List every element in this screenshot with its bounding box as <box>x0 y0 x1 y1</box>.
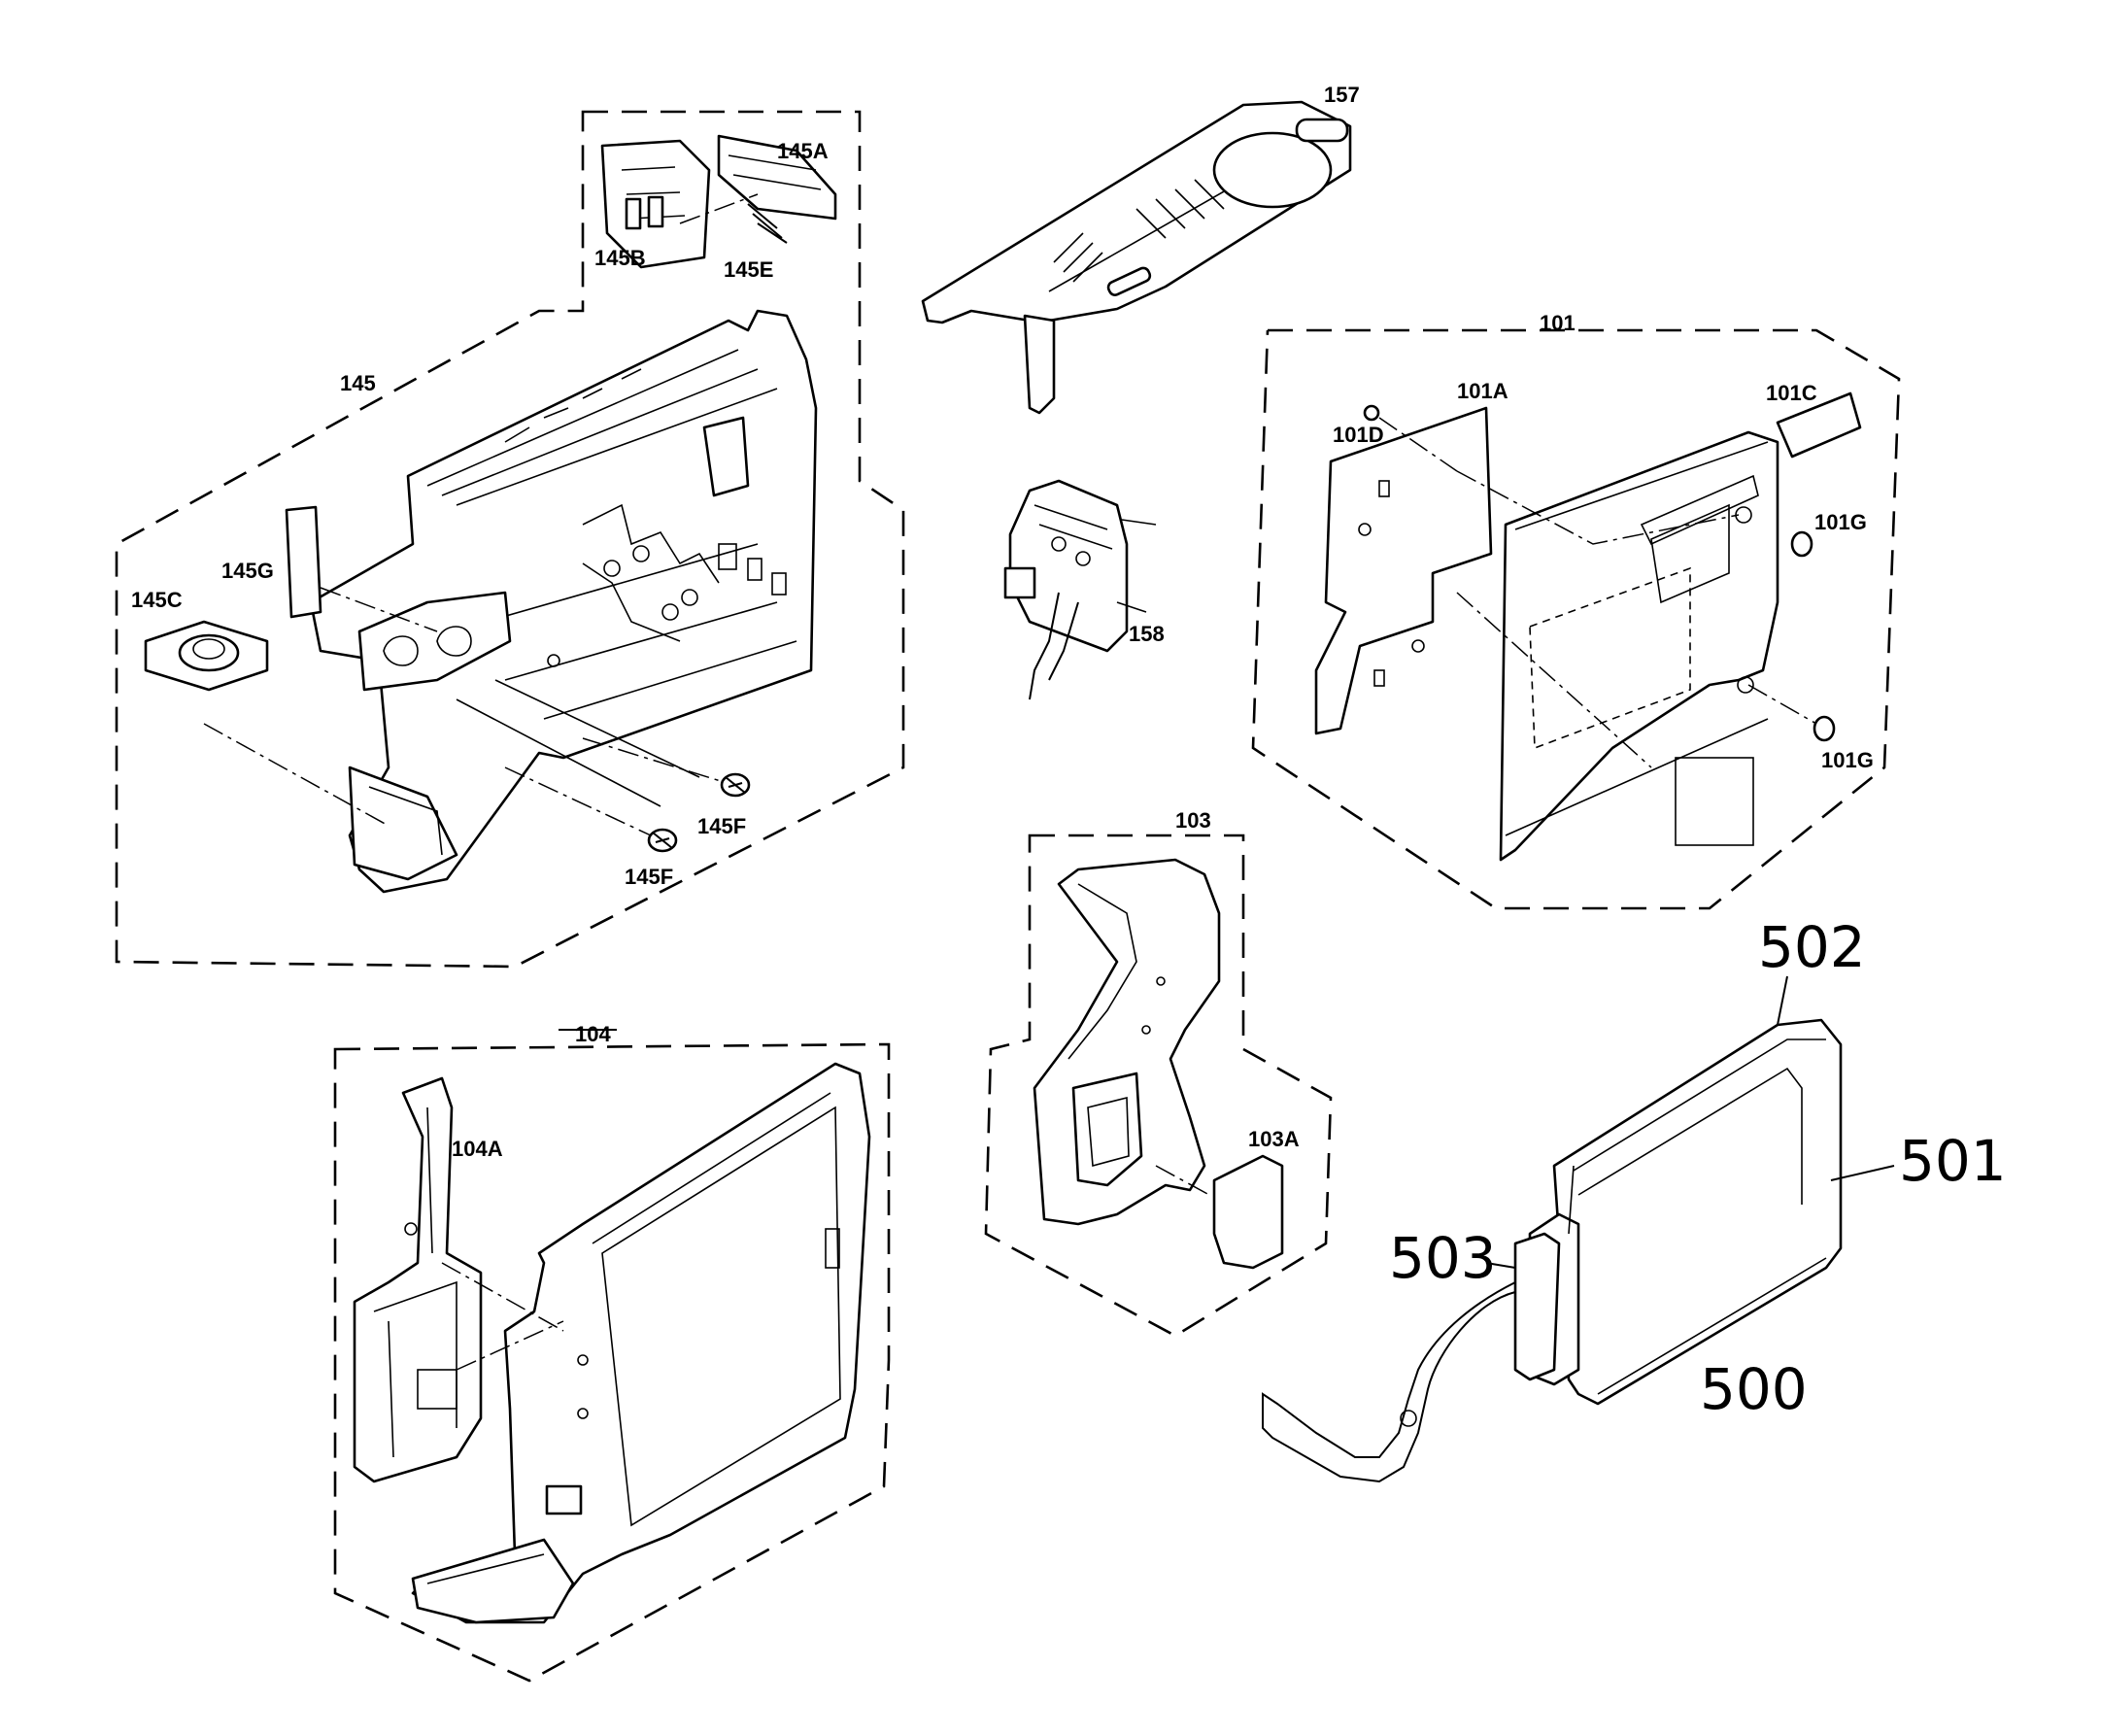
part-145F-feet <box>504 737 751 853</box>
label-145C: 145C <box>131 588 183 612</box>
part-101G-lower <box>1813 715 1836 742</box>
label-101A: 101A <box>1457 379 1508 403</box>
part-101C <box>1776 391 1862 459</box>
label-157: 157 <box>1324 83 1360 107</box>
label-101C: 101C <box>1766 381 1817 405</box>
part-101D <box>1363 404 1458 472</box>
label-101G-b: 101G <box>1821 748 1874 772</box>
label-101D: 101D <box>1333 423 1384 447</box>
part-145A-145B <box>600 134 837 269</box>
label-502: 502 <box>1758 914 1866 980</box>
label-145F-b: 145F <box>625 865 673 889</box>
label-145F-a: 145F <box>697 814 746 838</box>
label-145E: 145E <box>724 257 773 282</box>
label-500: 500 <box>1700 1356 1808 1422</box>
group-104-boundary <box>333 1042 891 1683</box>
part-101A <box>1314 406 1493 735</box>
label-145B: 145B <box>594 246 646 270</box>
label-101G-a: 101G <box>1814 510 1867 534</box>
part-503 <box>1513 1232 1561 1381</box>
group-145: 145 145A 145B 145E 145G 145C 145F 145F <box>115 110 905 969</box>
part-500-battery: 502 501 503 500 <box>1262 914 2007 1483</box>
label-145A: 145A <box>777 139 829 163</box>
group-103: 103 103A <box>984 808 1333 1338</box>
group-104: 104 104A <box>333 1022 891 1683</box>
group-101: 101 101A 101C 101D 101G 101G <box>1251 311 1901 910</box>
label-158: 158 <box>1129 622 1165 646</box>
group-145-boundary <box>115 110 905 969</box>
part-103A <box>1212 1154 1284 1270</box>
part-158: 158 <box>1003 479 1165 700</box>
group-101-boundary <box>1251 328 1901 910</box>
part-104-frame <box>411 1062 871 1624</box>
part-101-panel <box>1499 430 1779 862</box>
label-104: 104 <box>575 1022 611 1046</box>
label-103: 103 <box>1175 808 1211 833</box>
part-145C <box>144 620 390 827</box>
group-103-boundary <box>984 834 1333 1338</box>
label-503: 503 <box>1389 1225 1497 1291</box>
part-104A <box>353 1076 483 1483</box>
label-145G: 145G <box>221 559 274 583</box>
part-157: 157 <box>921 83 1360 415</box>
label-104A: 104A <box>452 1137 503 1161</box>
label-103A: 103A <box>1248 1127 1300 1151</box>
part-501 <box>1552 1018 1843 1406</box>
label-501: 501 <box>1899 1128 2007 1194</box>
part-145G <box>285 505 322 619</box>
label-145: 145 <box>340 371 376 395</box>
label-101: 101 <box>1540 311 1576 335</box>
part-145-chassis <box>309 309 818 894</box>
part-101G-upper <box>1790 530 1813 558</box>
